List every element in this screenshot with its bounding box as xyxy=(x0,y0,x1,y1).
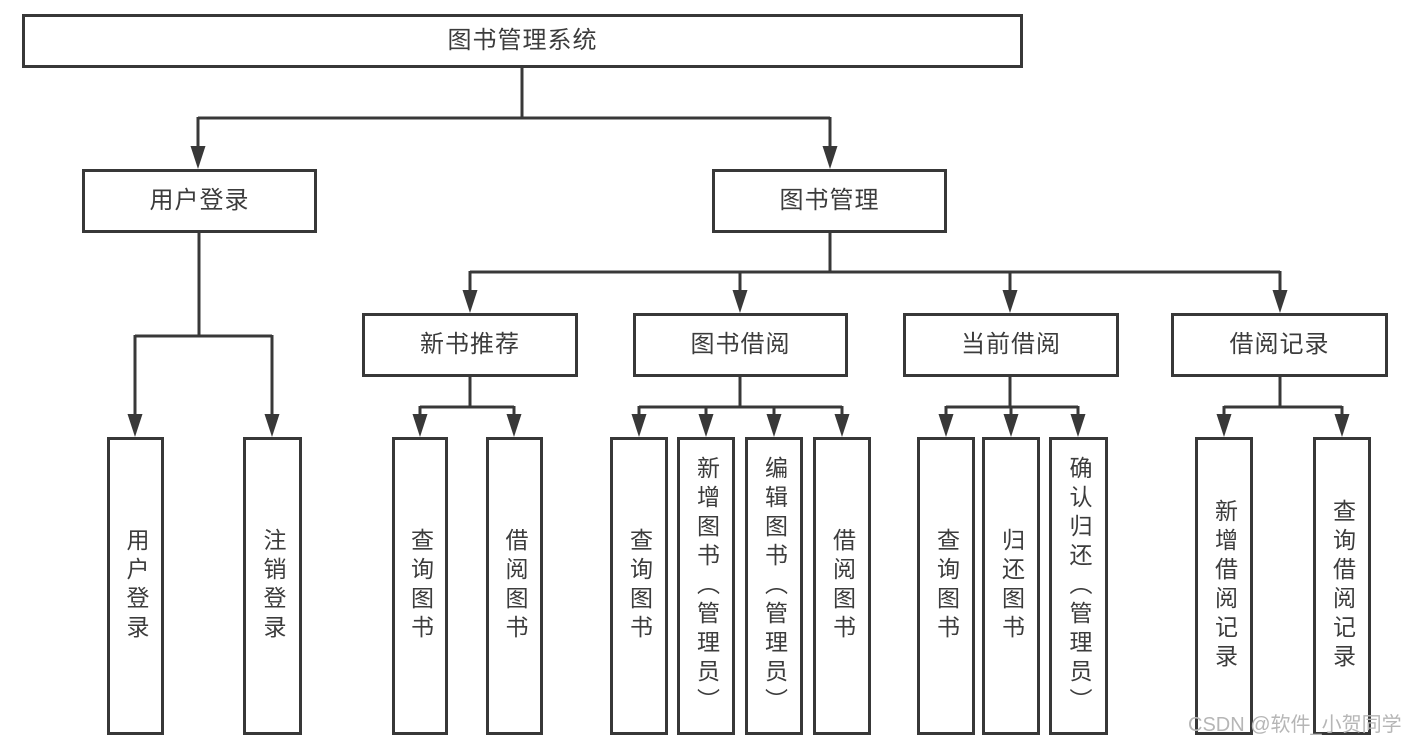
leaf-label: 归还图书 xyxy=(998,528,1025,644)
leaf-label: 新增借阅记录 xyxy=(1211,499,1238,673)
leaf-label: 查询图书 xyxy=(933,528,960,644)
leaf-add-borrow-record: 新增借阅记录 xyxy=(1195,437,1253,735)
leaf-user-login: 用户登录 xyxy=(107,437,164,735)
leaf-query-borrow-record: 查询借阅记录 xyxy=(1313,437,1371,735)
node-new-book-recommendation: 新书推荐 xyxy=(362,313,578,377)
node-user-login: 用户登录 xyxy=(82,169,317,233)
leaf-borrow-books: 借阅图书 xyxy=(813,437,871,735)
leaf-label: 借阅图书 xyxy=(829,528,856,644)
leaf-edit-books-admin: 编辑图书（管理员） xyxy=(745,437,803,735)
leaf-label: 用户登录 xyxy=(123,528,149,644)
leaf-label: 查询图书 xyxy=(407,528,434,644)
node-current-borrowing: 当前借阅 xyxy=(903,313,1119,377)
node-book-borrowing: 图书借阅 xyxy=(633,313,848,377)
leaf-query-books-recommend: 查询图书 xyxy=(392,437,448,735)
leaf-query-books-borrowing: 查询图书 xyxy=(610,437,668,735)
leaf-add-books-admin: 新增图书（管理员） xyxy=(677,437,735,735)
leaf-label: 编辑图书（管理员） xyxy=(761,455,788,717)
leaf-label: 新增图书（管理员） xyxy=(693,455,720,717)
leaf-label: 借阅图书 xyxy=(502,528,528,644)
node-library-management-system: 图书管理系统 xyxy=(22,14,1023,68)
csdn-watermark: CSDN @软件_小贺同学 xyxy=(1188,714,1402,736)
node-book-management: 图书管理 xyxy=(712,169,947,233)
leaf-label: 查询借阅记录 xyxy=(1329,499,1356,673)
leaf-return-books: 归还图书 xyxy=(982,437,1040,735)
leaf-query-books-current: 查询图书 xyxy=(917,437,975,735)
leaf-label: 注销登录 xyxy=(260,528,286,644)
leaf-label: 确认归还（管理员） xyxy=(1066,455,1092,717)
leaf-label: 查询图书 xyxy=(626,528,653,644)
leaf-logout: 注销登录 xyxy=(243,437,302,735)
node-borrowing-records: 借阅记录 xyxy=(1171,313,1388,377)
leaf-confirm-return-admin: 确认归还（管理员） xyxy=(1049,437,1108,735)
leaf-borrow-books-recommend: 借阅图书 xyxy=(486,437,543,735)
